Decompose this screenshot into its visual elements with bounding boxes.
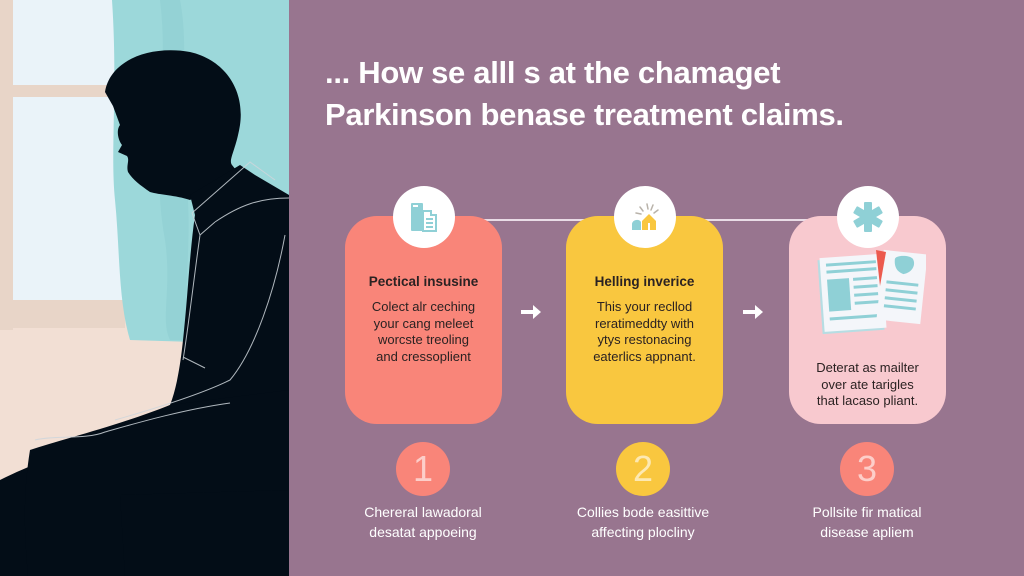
card-3-body-line: Deterat as mailter	[816, 360, 919, 375]
card-1-body: Colect alr ceching your cang meleet worc…	[355, 299, 492, 365]
window-glass	[0, 0, 125, 320]
card-2-title: Helling inverice	[594, 274, 695, 289]
card-2-body: This your recllod reratimeddty with ytys…	[576, 299, 713, 365]
window-frame-mullion	[0, 85, 125, 97]
medical-documents-icon	[817, 249, 926, 335]
step-label-3: Pollsite fir matical disease apliem	[767, 502, 967, 542]
title-line-1: ... How se alll s at the chamaget	[325, 55, 781, 90]
connector-line-2	[676, 219, 836, 221]
arrow-right-icon	[521, 305, 541, 319]
step-number-1: 1	[396, 442, 450, 496]
card-2-body-line: eaterlics appnant.	[593, 348, 696, 364]
step-label-1: Chereral lawadoral desatat appoeing	[323, 502, 523, 542]
card-3-body: Deterat as mailter over ate tarigles tha…	[799, 360, 936, 410]
step-label-2: Collies bode easittive affecting ploclin…	[543, 502, 743, 542]
card-2-icon-circle	[613, 186, 676, 248]
card-3-body-line: over ate tarigles	[821, 376, 914, 392]
connector-line-1	[452, 219, 614, 221]
card-1-body-line: Colect alr ceching	[371, 299, 476, 314]
step-label-2-line-1: Collies bode easittive	[576, 504, 710, 520]
document-stack-icon	[410, 203, 437, 232]
step-card-2: Helling inverice This your recllod rerat…	[566, 186, 723, 424]
card-1-body-line: and cressoplient	[376, 348, 471, 364]
person-silhouette	[0, 50, 289, 576]
card-1-title: Pectical insusine	[368, 274, 479, 289]
card-1-icon-circle	[392, 186, 455, 248]
house-sunrise-icon	[631, 203, 659, 230]
step-card-3: Deterat as mailter over ate tarigles tha…	[789, 186, 946, 424]
arrow-right-icon	[743, 305, 763, 319]
window-sill	[0, 300, 125, 328]
title-line-2: Parkinson benase treatment claims.	[325, 97, 844, 132]
step-card-1: Pectical insusine Colect alr ceching you…	[345, 186, 502, 424]
shirt-outline	[34, 161, 289, 441]
illustration-panel	[0, 0, 289, 576]
card-2-body-line: reratimeddty with	[595, 315, 694, 331]
step-label-3-line-2: disease apliem	[820, 524, 914, 540]
page-title: ... How se alll s at the chamaget Parkin…	[325, 52, 965, 136]
step-label-1-line-1: Chereral lawadoral	[364, 504, 482, 520]
card-2-body-line: ytys restonacing	[597, 332, 692, 347]
step-label-2-line-2: affecting plocliny	[591, 524, 695, 540]
card-2-body-line: This your recllod	[596, 299, 693, 314]
card-1-body-line: worcste treoling	[377, 332, 470, 347]
medical-asterisk-icon	[852, 202, 883, 232]
card-3-icon-circle	[836, 186, 899, 248]
step-number-2: 2	[616, 442, 670, 496]
step-label-1-line-2: desatat appoeing	[369, 524, 477, 540]
person-by-window-illustration	[0, 0, 289, 576]
card-1-body-line: your cang meleet	[373, 315, 474, 331]
window-frame-left	[0, 0, 13, 330]
step-label-3-line-1: Pollsite fir matical	[812, 504, 922, 520]
card-3-body-line: that lacaso pliant.	[816, 393, 919, 408]
step-number-3: 3	[840, 442, 894, 496]
